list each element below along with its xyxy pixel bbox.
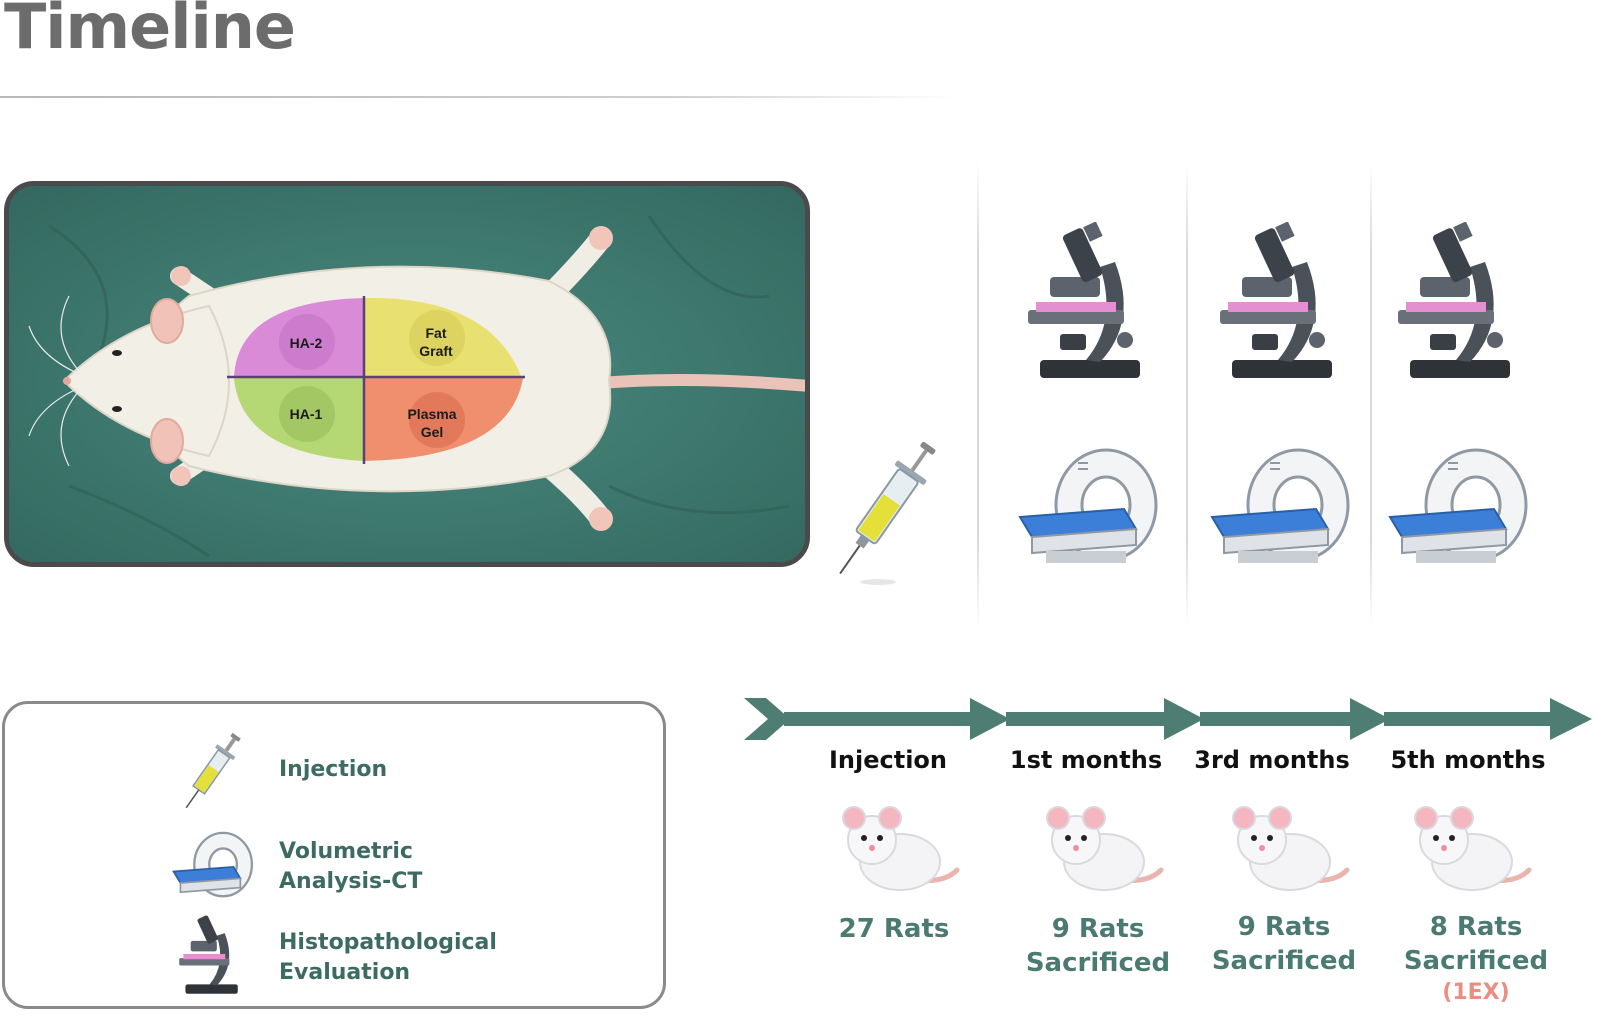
column-divider: [1370, 160, 1372, 630]
ct-scanner-icon: [172, 831, 254, 898]
zone-label-ha1: HA-1: [289, 406, 323, 422]
ct-scanner-icon: [1210, 448, 1350, 563]
rat-count-1st-month: 9 Rats Sacrificed: [1025, 914, 1171, 978]
rat-count-injection: 27 Rats: [838, 914, 950, 944]
zone-label-ha2: HA-2: [289, 335, 323, 351]
legend-label-injection: Injection: [279, 757, 388, 782]
rat-count-3rd-month: 9 Rats Sacrificed: [1211, 912, 1357, 976]
rat-injection-diagram: HA-2 Fat Graft HA-1 Plasma Gel: [4, 181, 810, 567]
zone-label-plasma-gel: Plasma Gel: [407, 406, 457, 440]
column-divider: [977, 160, 979, 630]
page-title: Timeline: [4, 0, 296, 63]
legend-label-ct: Volumetric Analysis-CT: [279, 839, 423, 894]
rat-icon: [1414, 806, 1532, 891]
rat-count-5th-month: 8 Rats Sacrificed: [1403, 912, 1549, 976]
stage-label-1st-month: 1st months: [1009, 746, 1163, 774]
stage-label-injection: Injection: [828, 746, 948, 774]
microscope-icon: [1398, 222, 1510, 378]
rat-icon: [842, 806, 960, 891]
microscope-icon: [1220, 222, 1332, 378]
microscope-icon: [1028, 222, 1140, 378]
ct-scanner-icon: [1018, 448, 1158, 563]
column-divider: [1186, 160, 1188, 630]
title-divider: [0, 96, 960, 98]
legend-box: Injection Volumetric Analysis-CT Histopa…: [2, 701, 666, 1009]
timeline-arrow: [744, 698, 1592, 740]
syringe-icon: [839, 441, 936, 585]
stage-label-5th-month: 5th months: [1390, 746, 1546, 774]
excluded-note: (1EX): [1442, 980, 1510, 1005]
microscope-icon: [179, 915, 238, 994]
ct-scanner-icon: [1388, 448, 1528, 563]
rat-illustration: [9, 186, 805, 562]
rat-icon: [1232, 806, 1350, 891]
legend-label-histo: Histopathological Evaluation: [279, 930, 497, 985]
syringe-icon: [185, 732, 241, 809]
zone-label-fat-graft: Fat Graft: [419, 325, 453, 359]
stage-label-3rd-month: 3rd months: [1194, 746, 1350, 774]
rat-icon: [1046, 806, 1164, 891]
